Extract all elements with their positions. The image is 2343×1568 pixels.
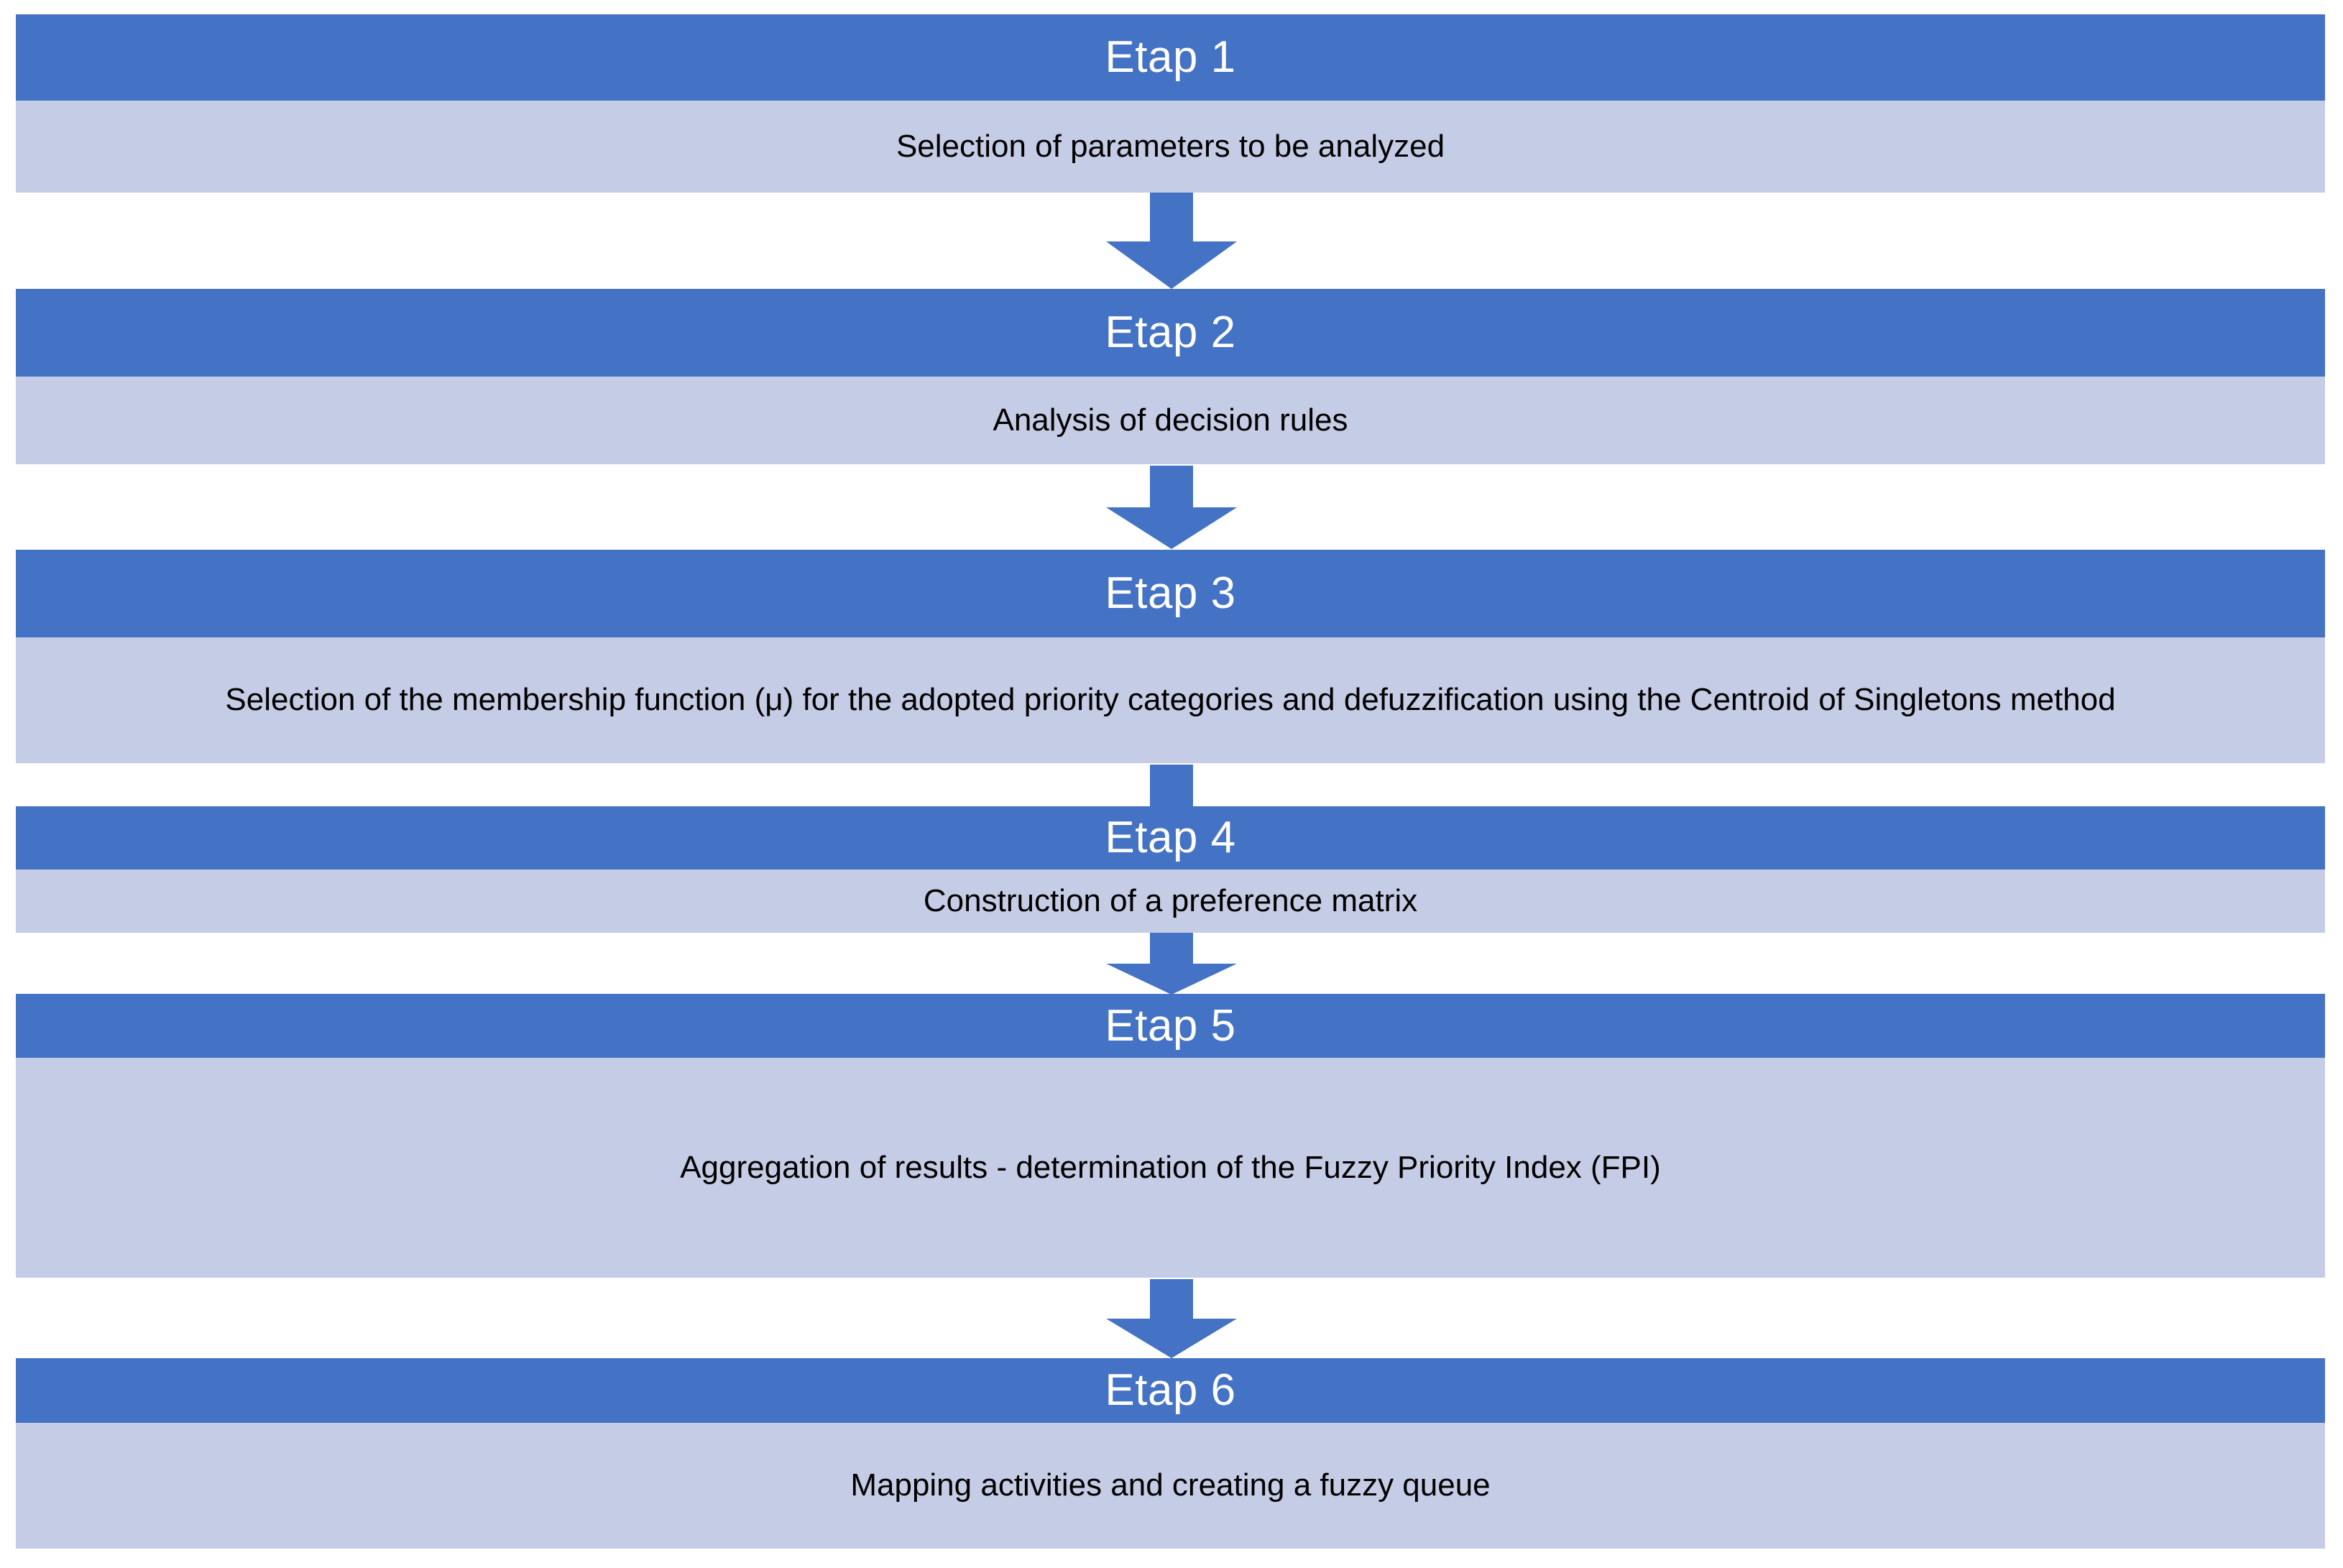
stage-body-label-4: Construction of a preference matrix [923,882,1418,918]
stage-body-2: Analysis of decision rules [16,377,2325,464]
stage-header-2: Etap 2 [16,289,2325,377]
stage-header-6: Etap 6 [16,1358,2325,1423]
stage-body-5: Aggregation of results - determination o… [16,1058,2325,1278]
down-arrow-icon-4 [1106,933,1237,995]
down-arrow-icon-2 [1106,466,1237,549]
stage-body-label-3: Selection of the membership function (μ)… [225,682,2116,718]
stage-body-label-2: Analysis of decision rules [993,402,1348,438]
down-arrow-icon-1 [1106,193,1237,289]
stage-body-1: Selection of parameters to be analyzed [16,101,2325,193]
stage-body-label-6: Mapping activities and creating a fuzzy … [850,1467,1491,1503]
down-arrow-icon-5 [1106,1279,1237,1358]
stage-block-5: Etap 5 Aggregation of results - determin… [16,994,2325,1278]
stage-header-label-3: Etap 3 [1105,568,1236,618]
stage-header-label-1: Etap 1 [1105,32,1236,82]
stage-header-3: Etap 3 [16,550,2325,637]
stage-body-label-5: Aggregation of results - determination o… [680,1149,1661,1185]
stage-body-4: Construction of a preference matrix [16,870,2325,933]
stage-header-label-4: Etap 4 [1105,813,1236,862]
stage-body-3: Selection of the membership function (μ)… [16,637,2325,763]
stage-body-label-1: Selection of parameters to be analyzed [896,128,1445,164]
stage-header-5: Etap 5 [16,994,2325,1058]
stage-header-4: Etap 4 [16,806,2325,870]
stage-header-label-5: Etap 5 [1105,1000,1236,1051]
stage-block-2: Etap 2 Analysis of decision rules [16,289,2325,464]
stage-block-1: Etap 1 Selection of parameters to be ana… [16,14,2325,193]
stage-header-label-2: Etap 2 [1105,308,1236,357]
stage-block-6: Etap 6 Mapping activities and creating a… [16,1358,2325,1549]
stage-header-label-6: Etap 6 [1105,1365,1236,1415]
stage-block-3: Etap 3 Selection of the membership funct… [16,550,2325,763]
stage-block-4: Etap 4 Construction of a preference matr… [16,806,2325,933]
stage-header-1: Etap 1 [16,14,2325,101]
stage-body-6: Mapping activities and creating a fuzzy … [16,1423,2325,1549]
